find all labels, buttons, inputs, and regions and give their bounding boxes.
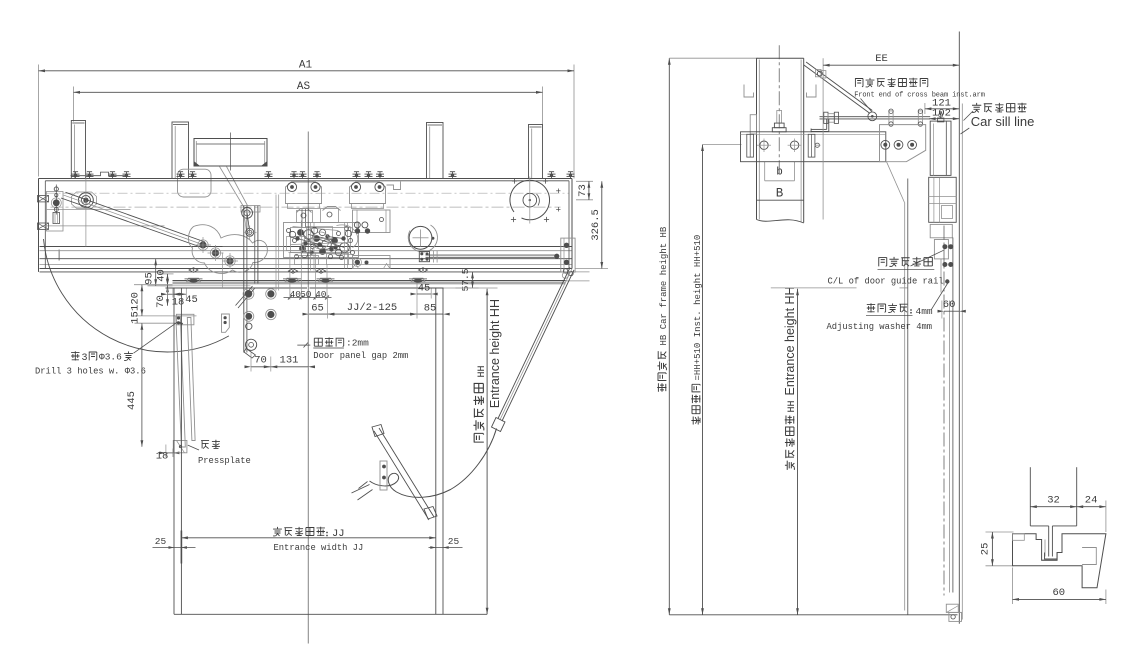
- svg-text:C/L of door guide rail: C/L of door guide rail: [828, 277, 944, 287]
- svg-text:85: 85: [424, 302, 437, 314]
- svg-text:25: 25: [448, 536, 460, 547]
- svg-text:Entrance width JJ: Entrance width JJ: [274, 543, 364, 553]
- svg-text:=HH+510 Inst. height HH+510: =HH+510 Inst. height HH+510: [693, 235, 703, 381]
- svg-text:JJ: JJ: [332, 528, 345, 540]
- svg-text:18: 18: [156, 451, 169, 463]
- svg-text:40: 40: [156, 269, 168, 282]
- svg-text:Φ3.6: Φ3.6: [99, 352, 122, 363]
- svg-text:A1: A1: [299, 60, 313, 72]
- svg-text:326.5: 326.5: [590, 209, 602, 241]
- svg-text:70: 70: [155, 295, 167, 308]
- svg-text:60: 60: [1052, 587, 1065, 599]
- svg-text:73: 73: [577, 184, 589, 197]
- svg-text:121: 121: [932, 97, 951, 109]
- svg-text:50: 50: [300, 289, 312, 300]
- svg-text:131: 131: [280, 354, 299, 366]
- svg-text:45: 45: [418, 282, 431, 294]
- svg-text:445: 445: [126, 391, 138, 410]
- svg-text:+: +: [556, 205, 561, 215]
- svg-text:60: 60: [943, 299, 956, 311]
- svg-text:HH: HH: [477, 365, 488, 377]
- svg-text:Pressplate: Pressplate: [198, 456, 251, 466]
- svg-text:4mm: 4mm: [916, 306, 933, 317]
- svg-text:15: 15: [129, 311, 141, 324]
- svg-text:HH: HH: [787, 400, 798, 412]
- svg-text:120: 120: [129, 292, 141, 311]
- svg-text:70: 70: [254, 354, 267, 366]
- svg-text:3: 3: [82, 353, 88, 364]
- svg-text:32: 32: [1047, 494, 1060, 506]
- svg-text:+: +: [556, 187, 561, 197]
- svg-text::2mm: :2mm: [346, 338, 369, 349]
- svg-text:25: 25: [155, 536, 167, 547]
- svg-text:95: 95: [143, 272, 155, 285]
- svg-text:65: 65: [311, 302, 324, 314]
- svg-text:Drill 3 holes w. Φ3.6: Drill 3 holes w. Φ3.6: [35, 366, 146, 376]
- svg-text:40: 40: [290, 289, 302, 300]
- svg-text:24: 24: [1085, 494, 1098, 506]
- svg-text:b: b: [776, 167, 783, 179]
- svg-text:40: 40: [315, 289, 327, 300]
- svg-text:Front end of cross beam inst.a: Front end of cross beam inst.arm: [854, 92, 985, 100]
- svg-text:AS: AS: [297, 81, 311, 93]
- svg-text:Door panel gap 2mm: Door panel gap 2mm: [313, 351, 408, 361]
- svg-text:B: B: [776, 187, 784, 201]
- svg-text:102: 102: [932, 108, 951, 120]
- svg-text:JJ/2-125: JJ/2-125: [347, 302, 397, 314]
- svg-text:Entrance height HH: Entrance height HH: [783, 286, 797, 395]
- svg-text:EE: EE: [875, 53, 888, 65]
- svg-text:25: 25: [980, 543, 992, 556]
- svg-text:Adjusting washer 4mm: Adjusting washer 4mm: [827, 322, 933, 332]
- svg-text:HB Car frame height HB: HB Car frame height HB: [659, 226, 669, 345]
- svg-text:Entrance height HH: Entrance height HH: [488, 299, 502, 408]
- svg-text:57.5: 57.5: [460, 268, 471, 291]
- svg-text:Car sill line: Car sill line: [971, 114, 1035, 129]
- svg-text:45: 45: [185, 294, 198, 306]
